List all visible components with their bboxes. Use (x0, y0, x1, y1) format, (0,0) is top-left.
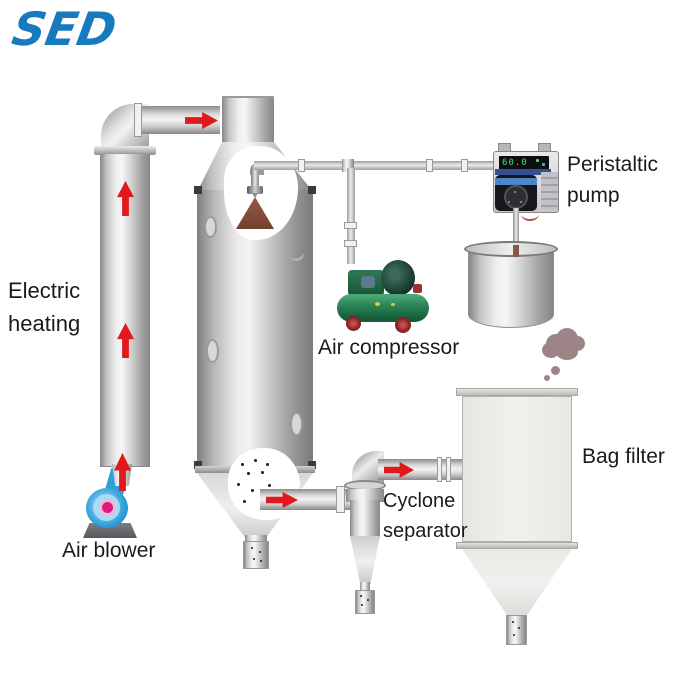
pump-wire (521, 207, 539, 221)
pipe-flange (336, 486, 345, 513)
air-blower-label: Air blower (62, 539, 156, 562)
spray-nozzle (247, 186, 263, 194)
compressor-motor-part (361, 276, 375, 288)
pump-panel-stripe (495, 169, 551, 175)
air-compressor (333, 256, 435, 338)
chamber-neck (222, 96, 274, 146)
pipe-flange (437, 457, 442, 482)
cyclone-collector (355, 590, 375, 614)
bag-filter-body (462, 396, 572, 542)
chamber-clamp (194, 186, 202, 194)
indicator-led (536, 159, 539, 162)
collector-tube (245, 535, 267, 542)
pipe-coupling (344, 222, 357, 229)
peristaltic-pump-label: Peristaltic pump (567, 153, 659, 207)
heater-top-flange (94, 146, 156, 155)
pump-display-value: 60.0 (502, 158, 528, 168)
chamber-clamp (308, 186, 316, 194)
chamber-outlet-pipe (260, 489, 350, 510)
compressor-air-pipe (347, 168, 355, 264)
brand-logo: SED (8, 2, 121, 56)
bag-filter-collector (506, 615, 527, 645)
nozzle-tip (252, 193, 258, 198)
pipe-flange (134, 103, 142, 137)
tank-marking (391, 303, 395, 306)
sight-glass (290, 412, 303, 436)
beaker-rim (464, 241, 558, 257)
pipe-coupling (344, 240, 357, 247)
compressor-wheel (395, 317, 411, 333)
compressor-wheel (346, 316, 361, 331)
cyclone-stem (360, 582, 370, 591)
pipe-coupling (426, 159, 433, 172)
pump-rotor (504, 185, 528, 209)
peristaltic-pump: 60.0 (493, 141, 559, 221)
chamber-collector (243, 541, 269, 569)
cyclone-body (350, 500, 380, 538)
feed-pipe (254, 161, 496, 170)
tube-in-liquid (513, 245, 519, 257)
air-blower (80, 452, 142, 544)
suction-tube (513, 208, 519, 250)
chamber-clamp (308, 461, 316, 469)
nozzle-down-pipe (251, 166, 259, 188)
chamber-clamp (194, 461, 202, 469)
bag-filter-lid (456, 388, 578, 396)
pump-display: 60.0 (499, 156, 549, 170)
air-compressor-label: Air compressor (318, 336, 460, 359)
blower-base (83, 523, 137, 538)
compressor-flywheel (381, 260, 415, 296)
electric-heating-label: Electric heating (8, 278, 81, 336)
cyclone-cone (350, 536, 380, 584)
pump-side-vents (541, 172, 558, 210)
compressor-valve (413, 284, 422, 293)
cyclone-separator-label: Cyclone separator (383, 490, 468, 542)
pipe-coupling (298, 159, 305, 172)
bag-filter-flange (456, 542, 578, 549)
pump-head-stripe (495, 178, 537, 185)
blower-hub (102, 502, 113, 513)
sight-glass (204, 216, 217, 238)
cyclone-collar (346, 489, 384, 502)
pipe-flange (446, 457, 451, 482)
bag-filter-label: Bag filter (582, 445, 665, 468)
bag-filter-cone (462, 549, 572, 617)
feed-beaker (468, 250, 554, 328)
indicator-led (542, 163, 545, 166)
tank-marking (375, 302, 380, 306)
sight-glass (206, 339, 219, 363)
pipe-coupling (461, 159, 468, 172)
